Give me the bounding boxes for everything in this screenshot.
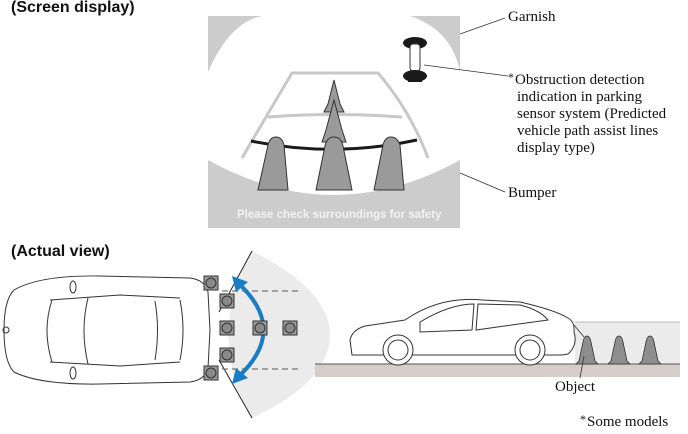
top-view-car xyxy=(2,275,211,385)
cone-right xyxy=(373,136,405,191)
bumper-leader-line xyxy=(459,172,506,193)
object-marker xyxy=(203,365,219,381)
object-marker xyxy=(203,275,219,291)
cone-far xyxy=(321,79,347,143)
garnish-label: Garnish xyxy=(508,9,556,25)
garnish-leader-line xyxy=(459,17,506,35)
bumper-band xyxy=(208,160,460,228)
ground xyxy=(315,364,680,377)
object-leader-line xyxy=(579,355,585,379)
object-label: Object xyxy=(555,379,595,395)
parking-sensor-indicator-icon xyxy=(403,37,427,82)
traffic-cone-icon xyxy=(575,335,599,365)
side-view-car xyxy=(349,298,576,366)
top-view-detection-zone xyxy=(218,250,330,419)
object-marker xyxy=(252,320,268,336)
sensor-beam-line xyxy=(573,324,585,338)
asterisk-icon: * xyxy=(580,412,586,426)
top-view-objects xyxy=(203,275,298,381)
screen-display-heading: (Screen display) xyxy=(11,0,135,16)
vehicle-path-guide-lines xyxy=(240,71,430,159)
object-marker xyxy=(282,320,298,336)
footnote: *Some models xyxy=(580,412,669,430)
object-marker xyxy=(219,320,235,336)
obstruction-label: *Obstruction detection indication in par… xyxy=(508,70,667,156)
cone-center xyxy=(315,136,353,191)
traffic-cone-icon xyxy=(638,335,662,365)
traffic-cone-icon xyxy=(607,335,631,365)
camera-screen xyxy=(208,16,460,228)
cone-left xyxy=(257,136,289,191)
side-view-cones xyxy=(575,335,662,365)
actual-view-heading: (Actual view) xyxy=(11,243,110,260)
obstruction-leader-line xyxy=(423,64,509,77)
object-marker xyxy=(219,293,235,309)
asterisk-icon: * xyxy=(508,70,514,84)
object-marker xyxy=(219,347,235,363)
screen-safety-message: Please check surroundings for safety xyxy=(237,209,442,221)
bumper-label: Bumper xyxy=(508,185,557,201)
